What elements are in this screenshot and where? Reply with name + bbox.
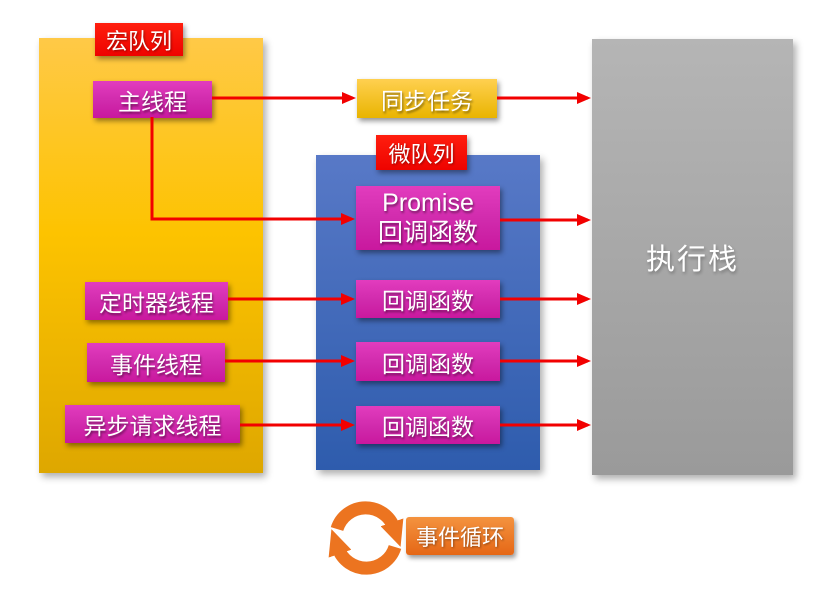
node-callback-2: 回调函数 xyxy=(356,342,500,381)
node-event-thread: 事件线程 xyxy=(87,343,225,382)
promise-callback-line2: 回调函数 xyxy=(377,219,478,247)
cycle-arrow-bottom xyxy=(328,529,402,575)
execution-stack-container: 执行栈 xyxy=(592,39,793,475)
node-callback-1: 回调函数 xyxy=(356,280,500,318)
node-promise-callback: Promise 回调函数 xyxy=(356,186,500,250)
event-loop-label: 事件循环 xyxy=(406,517,514,555)
node-sync-task: 同步任务 xyxy=(357,79,497,118)
macro-queue-label: 宏队列 xyxy=(95,23,183,56)
execution-stack-label: 执行栈 xyxy=(645,244,739,276)
node-async-request-thread: 异步请求线程 xyxy=(65,405,240,443)
cycle-arrows-icon xyxy=(328,501,404,575)
node-timer-thread: 定时器线程 xyxy=(85,282,228,320)
node-callback-3: 回调函数 xyxy=(356,406,500,444)
node-main-thread: 主线程 xyxy=(93,81,212,118)
cycle-arrow-top xyxy=(330,501,404,547)
promise-callback-line1: Promise xyxy=(382,189,474,217)
micro-queue-label: 微队列 xyxy=(376,135,467,170)
